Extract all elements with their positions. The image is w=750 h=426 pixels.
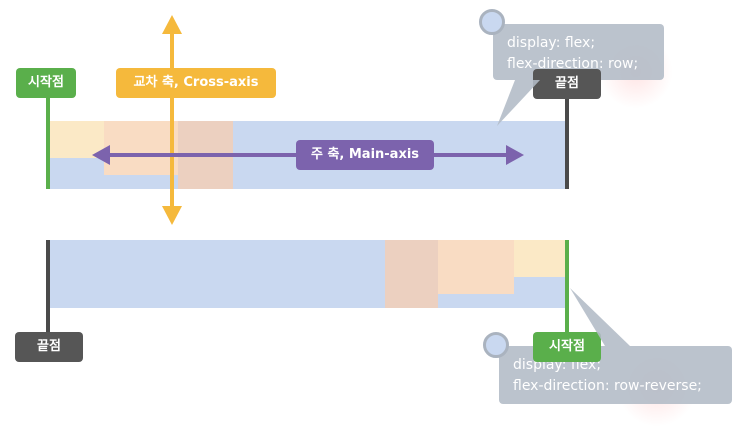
cross-axis-arrowhead-down (162, 206, 182, 225)
flex-item-2 (104, 121, 178, 175)
arrows-overlay (92, 15, 630, 346)
main-axis-arrowhead-right (506, 145, 524, 165)
row-reverse-code-callout-tail (570, 288, 630, 346)
flex-item-3-reversed (385, 240, 438, 308)
row-reverse-start-line (565, 240, 569, 332)
row-start-badge: 시작점 (16, 68, 76, 98)
row-reverse-code-dot (483, 332, 509, 358)
row-code-line-2: flex-direction: row; (507, 56, 639, 72)
row-reverse-flex-container (50, 240, 567, 308)
row-code-box: display: flex; flex-direction: row; (493, 24, 664, 80)
flex-item-1 (50, 121, 104, 158)
main-axis-arrowhead-left (92, 145, 110, 165)
row-code-line-1: display: flex; (507, 35, 596, 51)
row-end-badge: 끝점 (533, 69, 601, 99)
row-reverse-end-badge: 끝점 (15, 332, 83, 362)
cross-axis-label: 교차 축, Cross-axis (116, 68, 276, 98)
row-start-line (46, 97, 50, 189)
row-reverse-start-badge: 시작점 (533, 332, 601, 362)
row-reverse-code-line-2: flex-direction: row-reverse; (513, 378, 702, 394)
row-end-line (565, 97, 569, 189)
cross-axis-arrowhead-up (162, 15, 182, 34)
row-code-callout-tail (497, 80, 540, 126)
flex-item-2-reversed (438, 240, 514, 294)
main-axis-label: 주 축, Main-axis (296, 140, 434, 170)
flex-item-1-reversed (514, 240, 567, 277)
row-code-dot (479, 9, 505, 35)
row-reverse-end-line (46, 240, 50, 332)
